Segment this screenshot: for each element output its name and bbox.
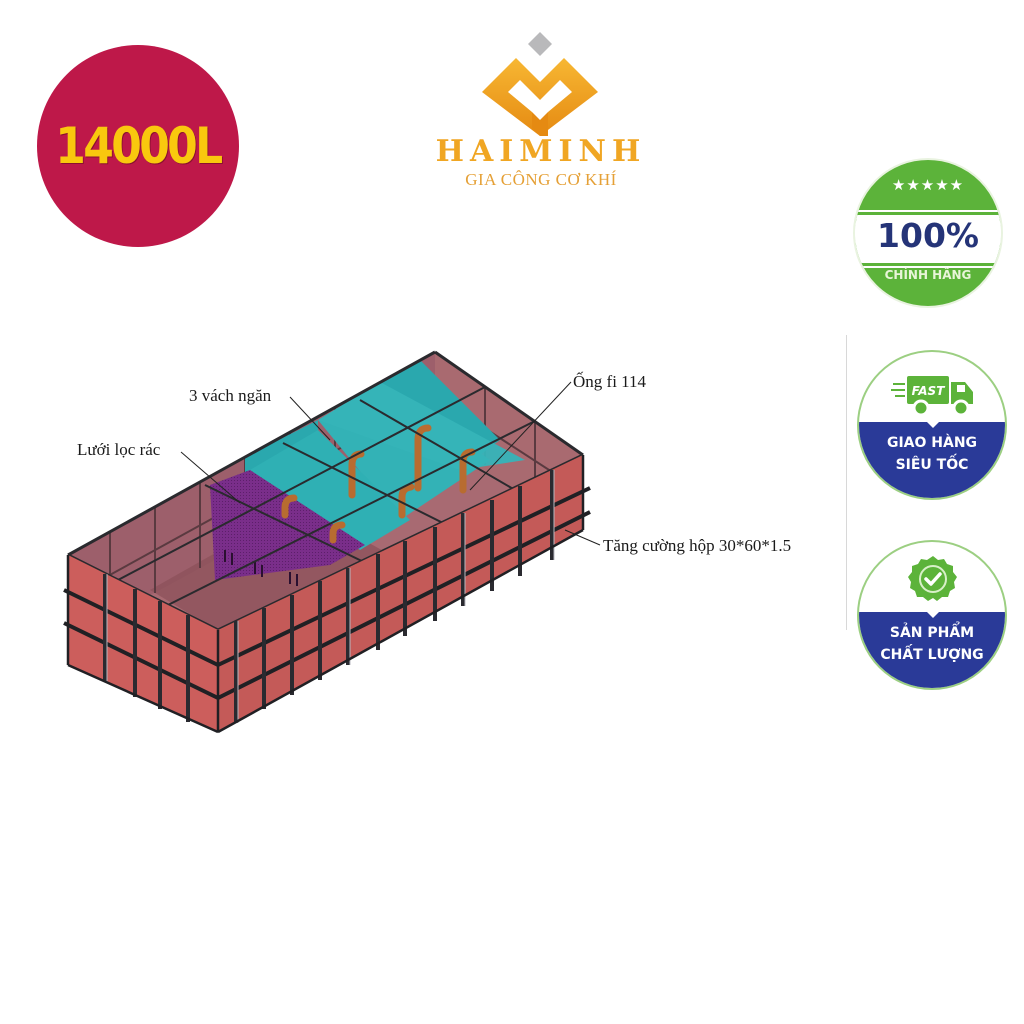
- badge-blue-half: [859, 611, 1005, 688]
- partition-3: [250, 430, 410, 550]
- pipe: [329, 521, 346, 544]
- genuine-badge: ★★★★★ 100% CHÍNH HÃNG: [853, 158, 1003, 308]
- callout-partitions: 3 vách ngăn: [189, 386, 272, 405]
- haiminh-diamond-logo-icon: [482, 32, 598, 136]
- logo-brand: HAIMINH: [435, 134, 647, 169]
- badge-text: GIAO HÀNG SIÊU TỐC: [859, 432, 1005, 476]
- callout-pipe: Ống fi 114: [573, 372, 647, 391]
- logo-tagline: GIA CÔNG CƠ KHÍ: [465, 170, 617, 189]
- fast-delivery-badge: FAST GIAO HÀNG SIÊU TỐC: [857, 350, 1007, 500]
- five-stars-icon: ★★★★★: [891, 176, 965, 194]
- pipe: [281, 494, 298, 519]
- capacity-badge: 14000L: [37, 45, 239, 247]
- pipe: [398, 483, 415, 519]
- callout-reinforcement: Tăng cường hộp 30*60*1.5: [603, 536, 792, 555]
- badge-line1: SẢN PHẨM: [889, 625, 975, 641]
- badge-line2: SIÊU TỐC: [895, 457, 969, 473]
- svg-text:FAST: FAST: [912, 384, 946, 398]
- capacity-text: 14000L: [55, 117, 223, 175]
- fast-delivery-truck-icon: FAST: [891, 376, 973, 417]
- badge-line2: CHẤT LƯỢNG: [880, 647, 984, 663]
- badge-band: [855, 212, 1001, 266]
- callout-filter: Lưới lọc rác: [77, 440, 161, 459]
- check-seal-icon: [908, 556, 957, 601]
- badge-percentage: 100%: [877, 216, 979, 255]
- badge-line1: GIAO HÀNG: [886, 435, 978, 451]
- pipe: [414, 424, 432, 492]
- badge-blue-half: [859, 421, 1005, 498]
- badge-subtitle: CHÍNH HÃNG: [884, 268, 972, 282]
- divider: [846, 335, 847, 630]
- callout-leaders: [180, 381, 601, 546]
- badge-text: SẢN PHẨM CHẤT LƯỢNG: [859, 622, 1005, 666]
- quality-product-badge: SẢN PHẨM CHẤT LƯỢNG: [857, 540, 1007, 690]
- vertical-ribs: [103, 470, 554, 723]
